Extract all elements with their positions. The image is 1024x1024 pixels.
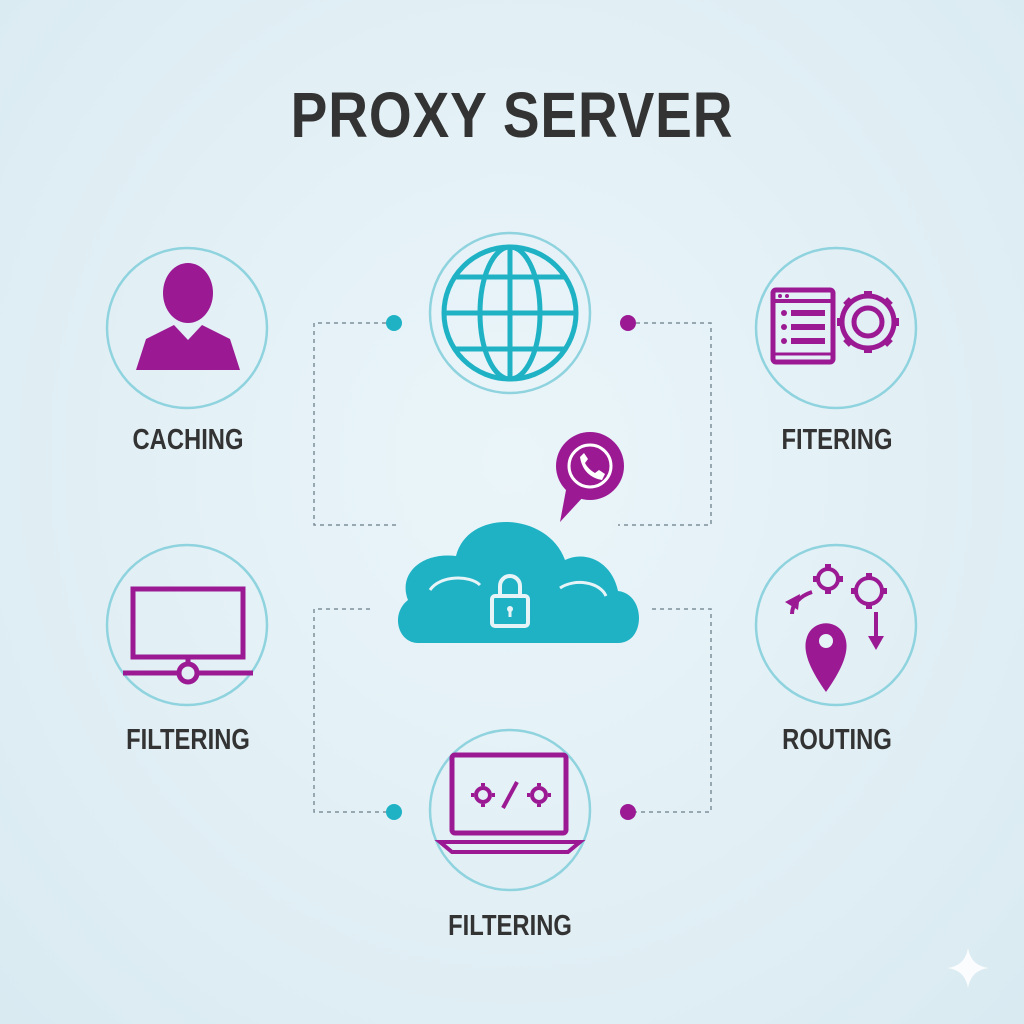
dot-purple-bottom — [620, 804, 636, 820]
page-title: PROXY SERVER — [290, 79, 734, 151]
dot-teal-top — [386, 315, 402, 331]
connector-monitor-laptop — [313, 608, 394, 813]
ring-settings — [754, 246, 918, 410]
ring-monitor — [105, 543, 269, 707]
globe-icon — [441, 244, 579, 382]
label-filtering-bottom: FILTERING — [448, 910, 572, 942]
phone-chat-icon — [556, 432, 624, 522]
connector-user-globe — [313, 322, 400, 526]
connectors — [313, 322, 712, 813]
ring-laptop — [428, 728, 592, 892]
label-fitering: FITERING — [781, 424, 893, 456]
monitor-network-icon — [123, 586, 253, 685]
dot-teal-bottom — [386, 804, 402, 820]
laptop-code-icon — [434, 752, 586, 854]
route-gears-icon — [785, 564, 887, 692]
label-routing: ROUTING — [782, 724, 892, 756]
cloud-lock-icon — [397, 521, 639, 643]
browser-settings-icon — [770, 287, 899, 365]
label-filtering-left: FILTERING — [126, 724, 250, 756]
ring-routing — [754, 543, 918, 707]
rings — [105, 231, 918, 892]
user-icon — [136, 263, 240, 370]
dot-purple-top — [620, 315, 636, 331]
label-caching: CACHING — [132, 424, 244, 456]
sparkle-icon — [947, 948, 989, 988]
ring-user — [105, 246, 269, 410]
connector-settings-globe — [618, 322, 712, 526]
connector-dots — [386, 315, 636, 820]
ring-globe — [428, 231, 592, 395]
connector-routing-laptop — [628, 608, 712, 813]
